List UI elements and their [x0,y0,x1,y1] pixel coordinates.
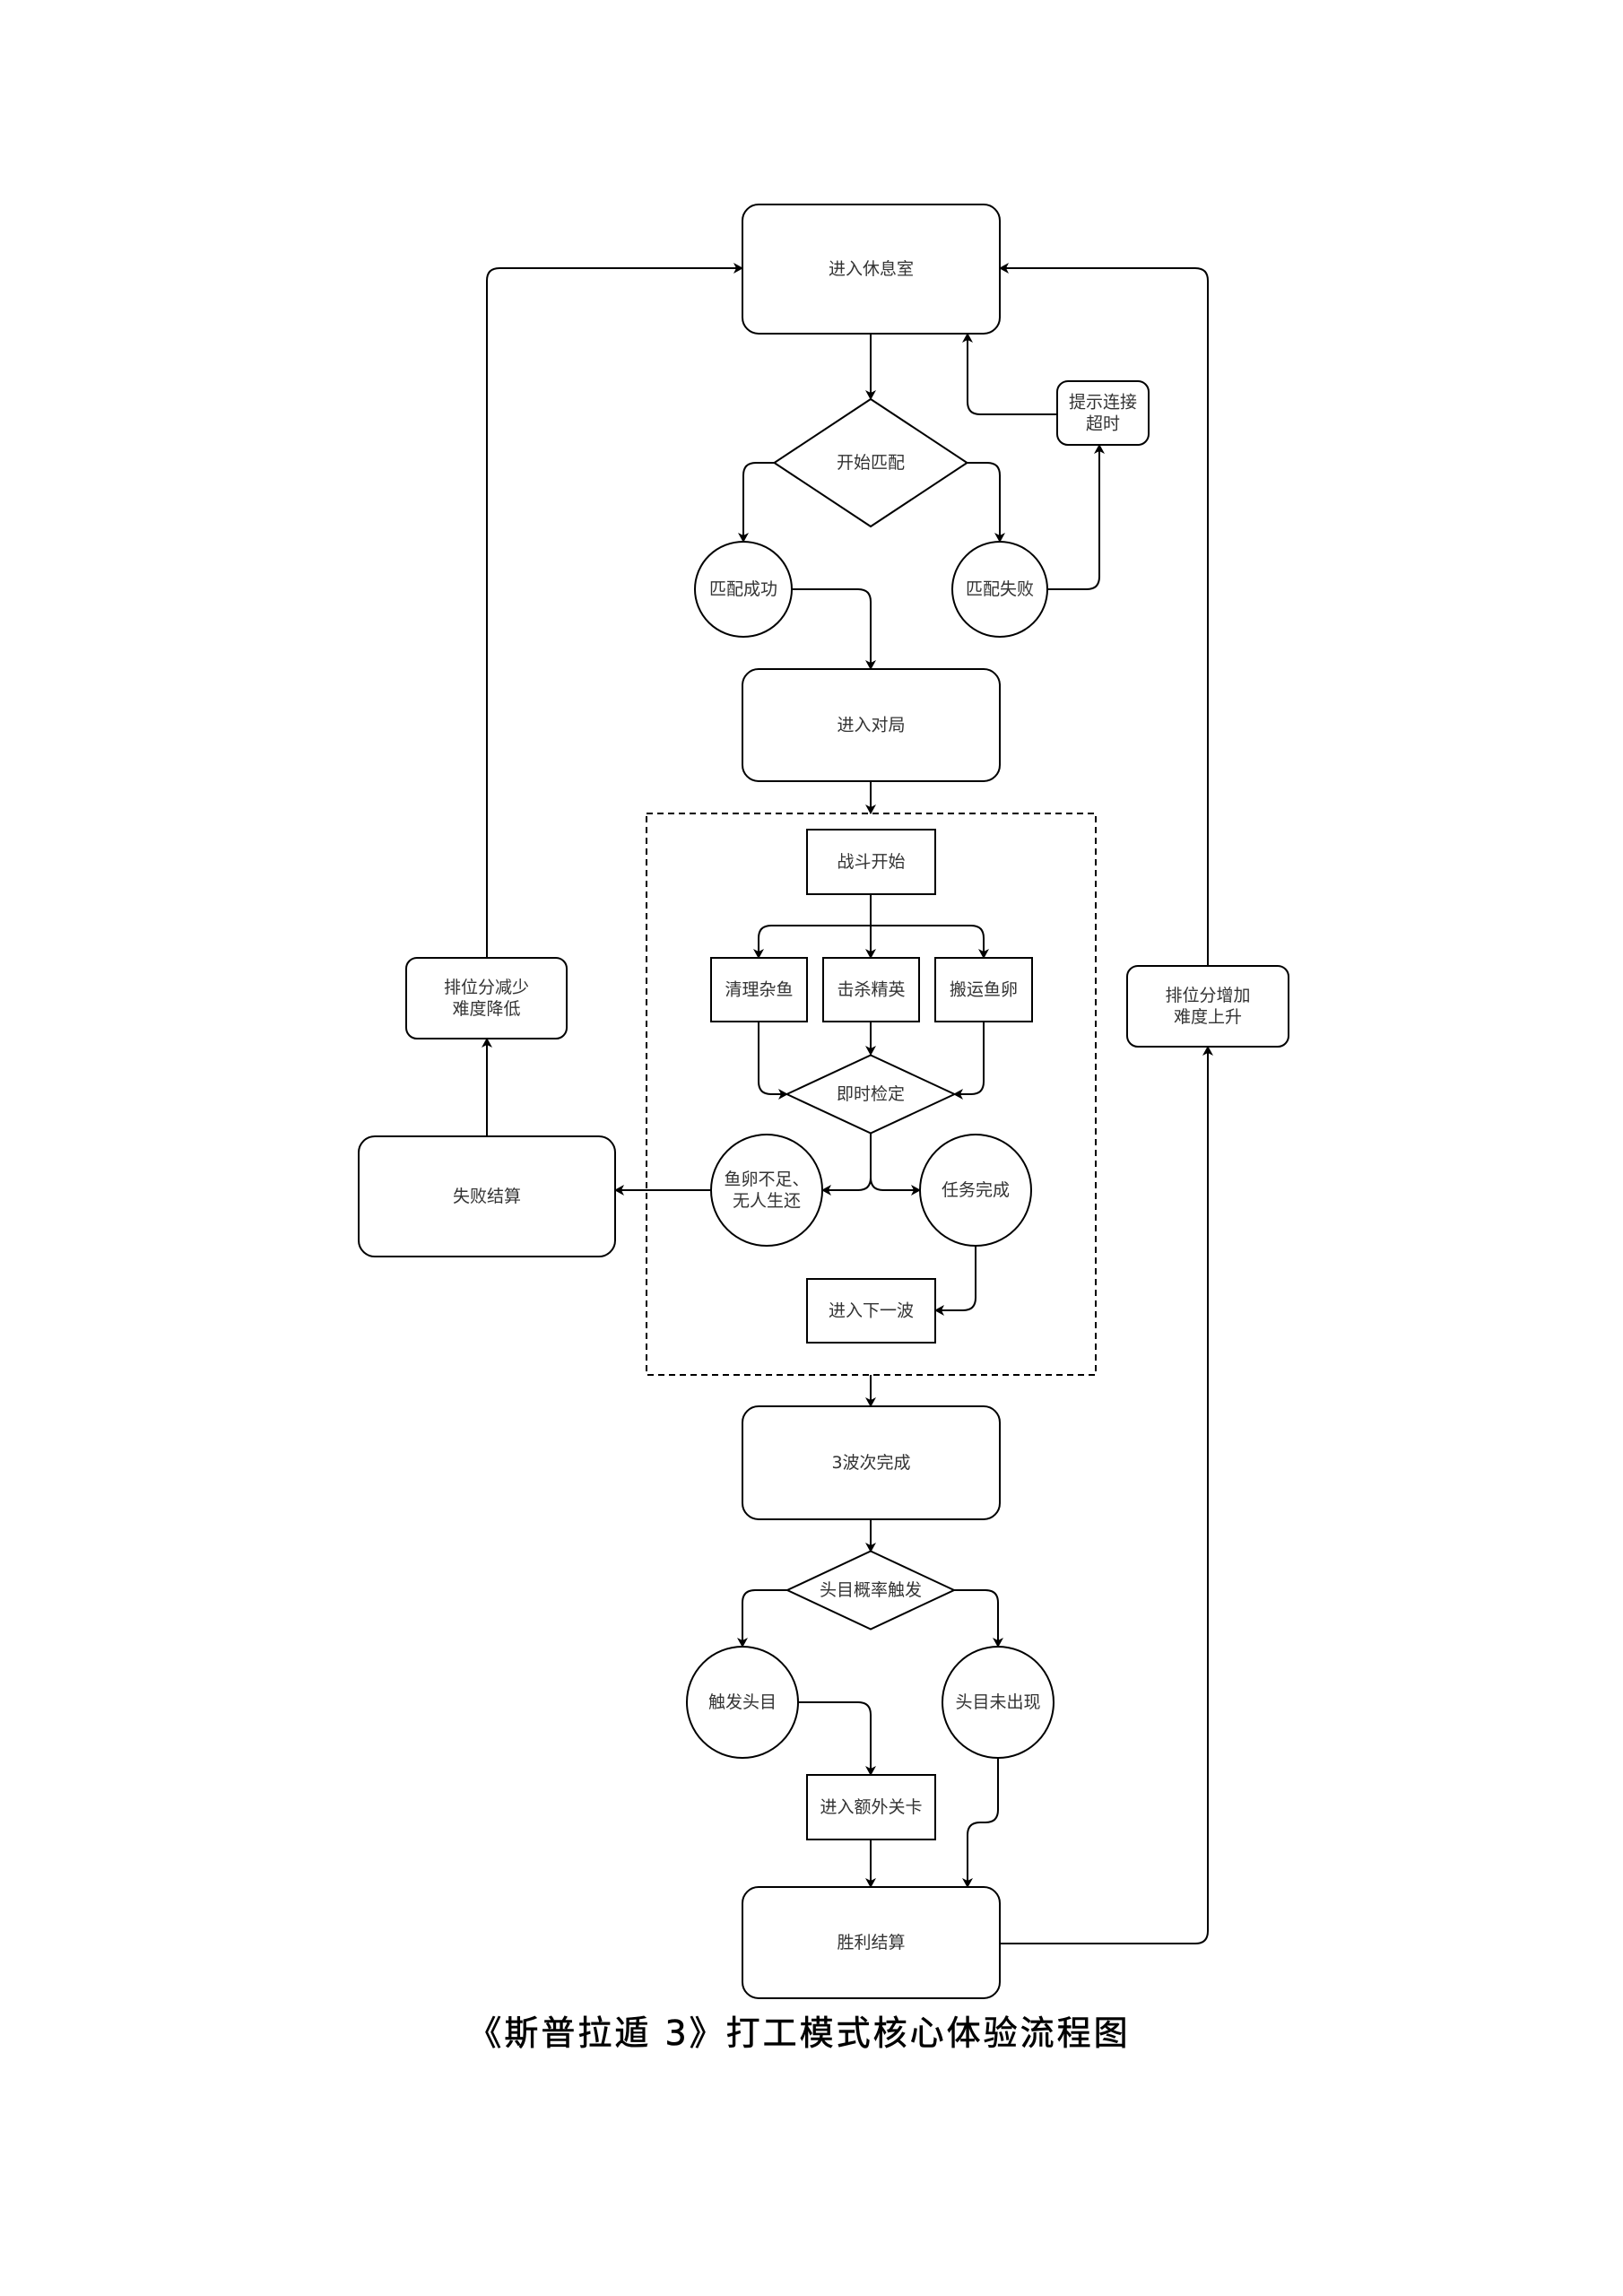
node-label: 进入休息室 [829,259,914,279]
node-carry-eggs: 搬运鱼卵 [934,957,1033,1022]
rounded-box [1056,380,1150,446]
connector-arrow [1000,1046,1213,1944]
connector-arrow [798,1701,876,1776]
node-label: 提示连接 [1069,393,1137,413]
node-label: 清理杂鱼 [725,980,793,1000]
node-lobby: 进入休息室 [742,204,1001,335]
node-label: 难度降低 [452,999,520,1019]
node-boss-on: 触发头目 [686,1646,799,1759]
node-clear-fish: 清理杂鱼 [710,957,808,1022]
state-circle [951,541,1048,638]
decision-diamond [772,397,969,528]
process-box [806,829,936,895]
node-label: 即时检定 [837,1084,905,1104]
connector-arrow [753,925,871,959]
node-label: 开始匹配 [837,453,905,473]
connector-arrow [962,1758,999,1888]
state-circle [710,1134,823,1247]
node-label: 战斗开始 [837,852,905,872]
node-match-ok: 匹配成功 [694,541,793,638]
connector-arrow [758,1022,788,1100]
connector-arrow [934,1246,976,1316]
figure-caption-text: 《斯普拉遁 3》打工模式核心体验流程图 [467,2013,1131,2054]
process-box [710,957,808,1022]
node-extra-stage: 进入额外关卡 [806,1774,936,1840]
node-label: 任务完成 [942,1180,1010,1200]
node-label: 头目概率触发 [820,1580,922,1600]
node-instant-check: 即时检定 [785,1054,957,1135]
connector-arrow [999,263,1209,966]
figure-caption: 《斯普拉遁 3》打工模式核心体验流程图 [0,2005,1623,2055]
state-circle [919,1134,1032,1247]
connector-arrow [965,462,1005,543]
node-label: 超时 [1086,414,1120,434]
node-label: 头目未出现 [955,1692,1040,1712]
connector-arrow [954,1589,1003,1648]
node-label: 进入额外关卡 [820,1797,922,1817]
connector-arrow [962,333,1057,415]
rounded-box [742,1886,1001,1999]
node-enter-game: 进入对局 [742,668,1001,782]
node-label: 击杀精英 [837,980,905,1000]
state-circle [686,1646,799,1759]
connector-arrow [792,588,876,670]
connector-arrow [953,1022,985,1100]
rounded-box [1126,965,1289,1048]
node-label: 进入下一波 [829,1301,914,1321]
node-label: 进入对局 [837,716,905,735]
connector-arrow [486,263,743,958]
connector-arrow [1047,444,1105,590]
rounded-box [742,1405,1001,1520]
node-win-settle: 胜利结算 [742,1886,1001,1999]
node-task-done: 任务完成 [919,1134,1032,1247]
process-box [806,1278,936,1344]
node-label: 排位分减少 [444,978,529,997]
rounded-box [742,204,1001,335]
node-label: 难度上升 [1174,1007,1242,1027]
rounded-box [742,668,1001,782]
node-battle-start: 战斗开始 [806,829,936,895]
node-fail-cond: 鱼卵不足、无人生还 [710,1134,823,1247]
node-label: 鱼卵不足、 [724,1170,809,1189]
decision-diamond [785,1550,957,1631]
node-match-fail: 匹配失败 [951,541,1048,638]
node-start-match: 开始匹配 [772,397,969,528]
process-box [934,957,1033,1022]
node-kill-elite: 击杀精英 [822,957,920,1022]
rounded-box [405,957,568,1039]
node-label: 搬运鱼卵 [950,980,1018,1000]
node-label: 匹配成功 [709,579,777,599]
decision-diamond [785,1054,957,1135]
node-label: 匹配失败 [966,579,1034,599]
node-label: 3波次完成 [831,1453,910,1473]
node-label: 无人生还 [733,1191,801,1211]
node-boss-off: 头目未出现 [942,1646,1055,1759]
node-boss-chance: 头目概率触发 [785,1550,957,1631]
node-label: 失败结算 [453,1187,521,1206]
process-box [822,957,920,1022]
node-label: 胜利结算 [837,1933,905,1952]
connector-arrow [870,1133,921,1196]
connector-arrow [871,925,989,959]
state-circle [694,541,793,638]
node-next-wave: 进入下一波 [806,1278,936,1344]
node-label: 触发头目 [708,1692,777,1712]
node-fail-settle: 失败结算 [358,1135,616,1257]
state-circle [942,1646,1055,1759]
process-box [806,1774,936,1840]
node-three-waves: 3波次完成 [742,1405,1001,1520]
connector-arrow [821,1133,872,1196]
connector-arrow [737,1589,787,1648]
node-label: 排位分增加 [1165,986,1250,1005]
rounded-box [358,1135,616,1257]
connector-arrow [738,462,777,543]
